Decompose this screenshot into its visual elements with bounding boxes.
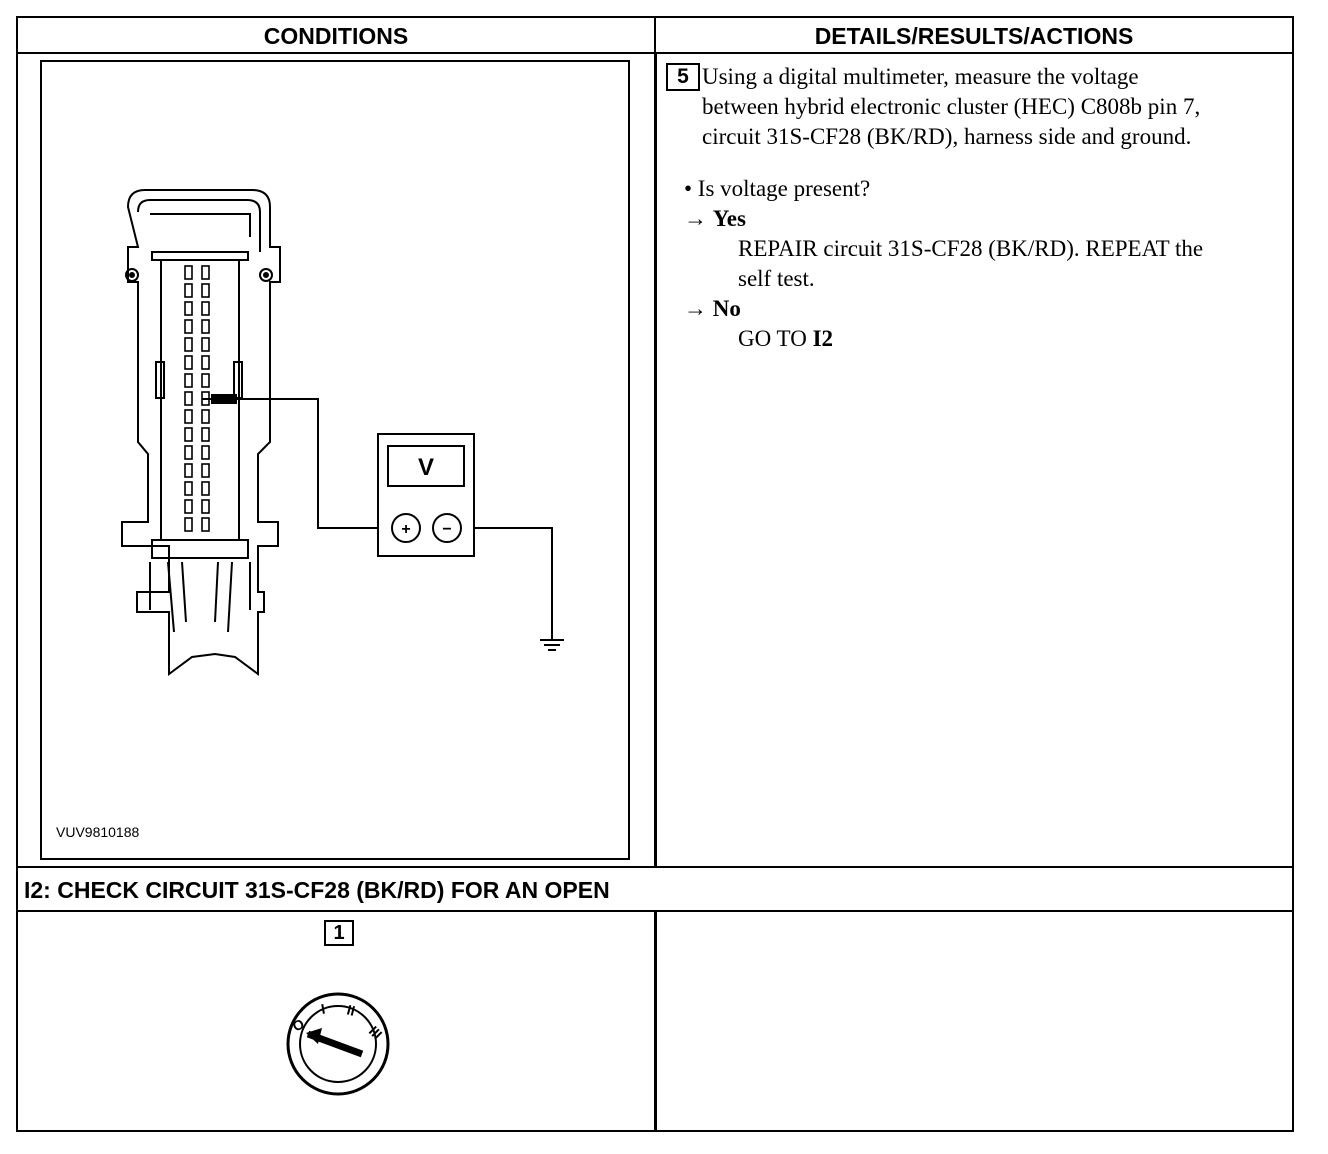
yes-action-line-1: REPAIR circuit 31S-CF28 (BK/RD). REPEAT … — [738, 236, 1204, 261]
ignition-position-2: II — [345, 1001, 357, 1018]
yes-label: Yes — [712, 206, 746, 231]
question-text: • Is voltage present? — [684, 176, 871, 201]
column-divider — [654, 52, 657, 866]
answer-no: → No — [666, 294, 1286, 324]
column-divider — [654, 910, 657, 1132]
negative-terminal-icon — [432, 513, 462, 543]
test-table: CONDITIONS DETAILS/RESULTS/ACTIONS — [16, 16, 1294, 1132]
conditions-header: CONDITIONS — [18, 18, 656, 54]
multimeter-diagram: V + − — [40, 60, 630, 860]
no-action: GO TO I2 — [738, 326, 834, 351]
step-5-line-3: circuit 31S-CF28 (BK/RD), harness side a… — [702, 124, 1192, 149]
yes-action-line-2: self test. — [738, 266, 815, 291]
arrow-icon: → — [684, 206, 707, 231]
row-divider — [18, 866, 1292, 868]
negative-terminal-label: − — [442, 521, 451, 538]
meter-display-label: V — [418, 454, 434, 481]
test-leads — [202, 394, 564, 651]
arrow-icon: → — [684, 296, 707, 321]
positive-terminal-label: + — [401, 521, 410, 538]
no-label: No — [712, 296, 741, 321]
ignition-position-1: I — [320, 1001, 327, 1017]
step-5-line-2: between hybrid electronic cluster (HEC) … — [702, 94, 1201, 119]
answer-yes: → Yes — [666, 204, 1286, 234]
figure-code: VUV9810188 — [56, 824, 140, 840]
connector-diagram-svg: V + − — [121, 189, 564, 676]
positive-terminal-icon — [391, 513, 421, 543]
step-number-badge: 5 — [666, 63, 700, 91]
digital-multimeter: V + − — [377, 433, 475, 557]
connector-pins — [184, 265, 210, 532]
goto-link[interactable]: I2 — [812, 326, 834, 351]
details-header: DETAILS/RESULTS/ACTIONS — [656, 18, 1292, 54]
step-number-badge: 1 — [324, 920, 354, 946]
section-title: I2: CHECK CIRCUIT 31S-CF28 (BK/RD) FOR A… — [24, 877, 610, 903]
ignition-switch-icon: O I II III — [286, 992, 390, 1096]
